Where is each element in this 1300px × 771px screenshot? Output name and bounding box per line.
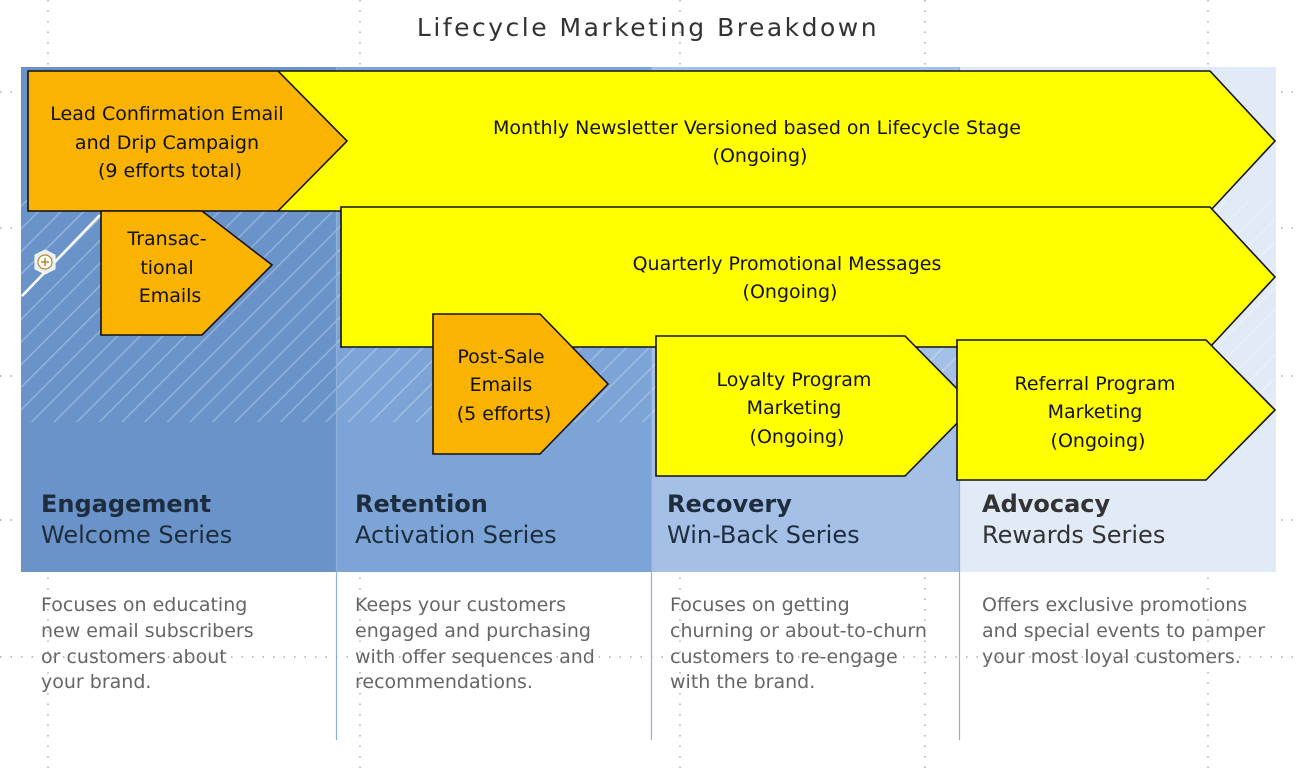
connector-line [21, 214, 101, 297]
stage-description-retention: Keeps your customers engaged and purchas… [355, 594, 595, 693]
description-line: Keeps your customers [355, 594, 566, 616]
referral-program-arrow[interactable]: Referral Program Marketing (Ongoing) [956, 339, 1277, 481]
arrow-label-line: (9 efforts total) [98, 160, 242, 182]
post-sale-arrow[interactable]: Post-Sale Emails (5 efforts) [432, 313, 610, 455]
stage-heading-recovery: Recovery Win-Back Series [667, 490, 860, 549]
arrow-label-line: (Ongoing) [750, 426, 845, 448]
stage-heading-retention: Retention Activation Series [355, 490, 557, 549]
description-line: churning or about-to-churn [670, 620, 927, 642]
stage-description-advocacy: Offers exclusive promotions and special … [982, 594, 1265, 668]
description-line: new email subscribers [41, 620, 254, 642]
lead-confirmation-arrow[interactable]: Lead Confirmation Email and Drip Campaig… [27, 70, 349, 212]
arrow-label-line: and Drip Campaign [75, 132, 259, 154]
description-line: customers to re-engage [670, 646, 898, 668]
stage-name: Advocacy [982, 490, 1111, 518]
arrow-label-line: Emails [139, 285, 202, 307]
page-title: Lifecycle Marketing Breakdown [417, 13, 879, 42]
description-line: and special events to pamper [982, 620, 1265, 642]
arrow-label-line: Monthly Newsletter Versioned based on Li… [493, 117, 1021, 139]
quarterly-promotional-arrow[interactable]: Quarterly Promotional Messages (Ongoing) [340, 206, 1277, 348]
arrow-label-line: Marketing [1048, 401, 1143, 423]
arrow-label-line: (Ongoing) [1051, 430, 1146, 452]
description-line: or customers about [41, 646, 227, 668]
stage-heading-advocacy: Advocacy Rewards Series [982, 490, 1165, 549]
arrow-label-line: Quarterly Promotional Messages [633, 253, 942, 275]
arrow-label-line: (5 efforts) [457, 403, 552, 425]
stage-description-recovery: Focuses on getting churning or about-to-… [670, 594, 927, 693]
stage-heading-engagement: Engagement Welcome Series [41, 490, 232, 549]
monthly-newsletter-arrow[interactable]: Monthly Newsletter Versioned based on Li… [277, 70, 1277, 212]
description-line: engaged and purchasing [355, 620, 591, 642]
arrow-label-line: Transac- [126, 228, 206, 250]
svg-text:Post-Sale Emails (: Post-Sale Emails (5 efforts) [457, 346, 552, 425]
svg-text:Transac- tional Em: Transac- tional Emails [126, 228, 212, 307]
description-line: your most loyal customers. [982, 646, 1241, 668]
stage-series: Activation Series [355, 521, 557, 549]
stage-name: Retention [355, 490, 488, 518]
arrow-label-line: Post-Sale [457, 346, 544, 368]
description-line: Offers exclusive promotions [982, 594, 1247, 616]
arrow-label-line: Marketing [747, 397, 842, 419]
stage-name: Engagement [41, 490, 211, 518]
transactional-arrow[interactable]: Transac- tional Emails [100, 210, 274, 336]
arrow-label-line: tional [140, 257, 193, 279]
svg-text:Referral Program Marketi: Referral Program Marketing (Ongoing) [1015, 373, 1182, 452]
description-line: Focuses on getting [670, 594, 850, 616]
svg-text:Quarterly Promotional Messages: Quarterly Promotional Messages (Ongoing) [633, 253, 948, 303]
stage-name: Recovery [667, 490, 792, 518]
loyalty-program-arrow[interactable]: Loyalty Program Marketing (Ongoing) [655, 335, 976, 477]
description-line: recommendations. [355, 671, 533, 693]
arrow-label-line: Referral Program [1015, 373, 1176, 395]
description-line: with the brand. [670, 671, 815, 693]
stage-series: Welcome Series [41, 521, 232, 549]
description-line: Focuses on educating [41, 594, 247, 616]
arrow-label-line: (Ongoing) [713, 145, 808, 167]
svg-text:Lead Confirmation Email: Lead Confirmation Email and Drip Campaig… [50, 103, 289, 182]
description-line: your brand. [41, 671, 151, 693]
description-line: with offer sequences and [355, 646, 595, 668]
arrow-label-line: Loyalty Program [717, 369, 872, 391]
stage-description-engagement: Focuses on educating new email subscribe… [41, 594, 254, 693]
svg-text:Monthly Newsletter Versioned b: Monthly Newsletter Versioned based on Li… [493, 117, 1027, 167]
stage-series: Rewards Series [982, 521, 1165, 549]
svg-text:Loyalty Program Marketin: Loyalty Program Marketing (Ongoing) [717, 369, 878, 448]
arrow-label-line: Emails [470, 374, 533, 396]
stage-series: Win-Back Series [667, 521, 860, 549]
arrow-label-line: Lead Confirmation Email [50, 103, 283, 125]
plus-circle-icon[interactable] [34, 249, 56, 275]
arrow-label-line: (Ongoing) [743, 281, 838, 303]
